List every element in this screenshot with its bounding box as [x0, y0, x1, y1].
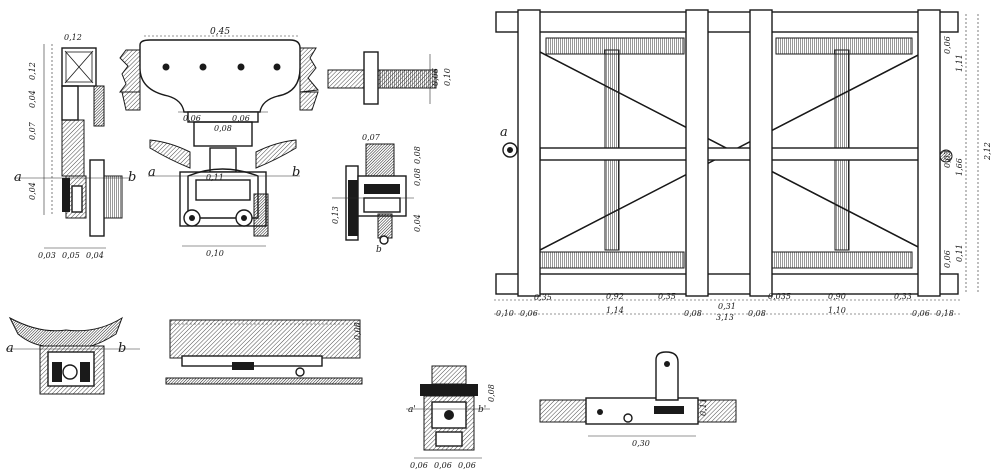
dim-r6: 0,11 [955, 244, 964, 262]
sill-4 [917, 9, 941, 297]
dim-r5: 0,06 [943, 250, 952, 268]
label-a-center: a [148, 165, 156, 180]
dim-008b: 0,08 [413, 146, 422, 164]
dim-006g: 0,06 [434, 461, 452, 470]
dim-004c: 0,04 [86, 251, 104, 260]
label-b-left: b [128, 170, 136, 185]
coupler-pin-right [939, 149, 953, 163]
dim-045: 0,45 [210, 27, 230, 37]
label-a-left: a [14, 170, 22, 185]
flange-plate [89, 159, 105, 237]
sill-1 [517, 9, 541, 297]
sill-3 [749, 9, 773, 297]
dim-313: 3,13 [716, 313, 734, 322]
saddle-section-view: a b [6, 316, 140, 395]
dim-004: 0,04 [28, 90, 37, 108]
dim-010c: 0,10 [496, 309, 514, 318]
label-b-prime: b' [478, 405, 486, 415]
dim-008: 0,08 [214, 124, 232, 133]
dim-005: 0,05 [62, 251, 80, 260]
bracket-plate [139, 39, 301, 113]
dim-006a: 0,06 [183, 114, 201, 123]
dim-035: 0,35 [534, 293, 552, 302]
dim-007: 0,07 [28, 121, 37, 140]
dim-006e: 0,06 [912, 309, 930, 318]
label-a-prime: a' [408, 405, 416, 415]
dim-006h: 0,06 [458, 461, 476, 470]
wheel-top-left [545, 37, 685, 55]
dim-008-cs: 0,08 [487, 384, 496, 402]
dim-035c: 0,035 [768, 292, 791, 301]
wheel-bottom-left [539, 251, 685, 269]
dim-008e: 0,08 [684, 309, 702, 318]
dim-110: 1,10 [828, 306, 846, 315]
dim-004-detail: 0,04 [413, 214, 422, 232]
dim-012b: 0,12 [28, 62, 37, 80]
hanger-plate-view: 0,30 0,11 [539, 351, 737, 448]
label-b-saddle: b [118, 341, 126, 356]
dim-007: 0,07 [362, 133, 381, 142]
wheel-bottom-right [771, 251, 913, 269]
dim-013: 0,13 [331, 206, 340, 224]
sill-2 [685, 9, 709, 297]
dim-004b: 0,04 [28, 182, 37, 200]
long-side-view: 0,08 [165, 319, 363, 385]
dim-012-top: 0,12 [64, 33, 82, 42]
dim-006-small: 0,06 [431, 68, 440, 86]
dim-r1: 0,06 [943, 36, 952, 54]
dim-018: 0,18 [936, 309, 954, 318]
dim-r3: 0,03 [943, 150, 952, 168]
dim-006d: 0,06 [520, 309, 538, 318]
dim-031: 0,31 [718, 302, 736, 311]
bottom-rail [495, 273, 959, 295]
dim-r4: 1,11 [955, 54, 964, 72]
wheel-top-right [775, 37, 913, 55]
small-bracket-view: 0,06 0,10 [327, 51, 452, 105]
cross-beam [539, 147, 925, 161]
dim-008d: 0,08 [353, 322, 362, 340]
side-section-view: a b 0,12 0,12 0,04 0,07 0,04 0,03 0,05 0… [14, 33, 136, 260]
top-rail [495, 11, 959, 33]
frame-plan-view: a 0,35 0,92 0,35 0,31 0,035 0,90 0,33 0,… [494, 9, 992, 322]
dim-092: 0,92 [606, 292, 624, 301]
dim-011: 0,11 [206, 173, 224, 182]
dim-011b: 0,11 [699, 398, 708, 416]
label-b-detail: b [376, 245, 382, 255]
dim-003: 0,03 [38, 251, 56, 260]
dim-010: 0,10 [206, 249, 224, 258]
label-b-center: b [292, 165, 300, 180]
dim-008c: 0,08 [413, 168, 422, 186]
dim-006f: 0,06 [410, 461, 428, 470]
bracket-front-view: 0,45 0,06 0,06 0,08 a b 0,11 0,10 [119, 27, 319, 258]
dim-035b: 0,35 [658, 292, 676, 301]
dim-033: 0,33 [894, 292, 912, 301]
dim-r8: 2,12 [983, 142, 992, 161]
dim-030: 0,30 [632, 439, 650, 448]
label-a-saddle: a [6, 341, 14, 356]
dim-r2: 1,66 [955, 158, 964, 176]
dim-006b: 0,06 [232, 114, 250, 123]
label-a-plan: a [500, 125, 508, 140]
dim-008f: 0,08 [748, 309, 766, 318]
dim-010b-small: 0,10 [443, 68, 452, 86]
dim-114: 1,14 [606, 306, 624, 315]
coupling-section-view: a' b' 0,06 0,06 0,06 0,08 [406, 365, 496, 470]
coupling-detail-view: 0,07 0,08 0,08 0,04 0,13 b [331, 133, 422, 255]
dim-090: 0,90 [828, 292, 846, 301]
